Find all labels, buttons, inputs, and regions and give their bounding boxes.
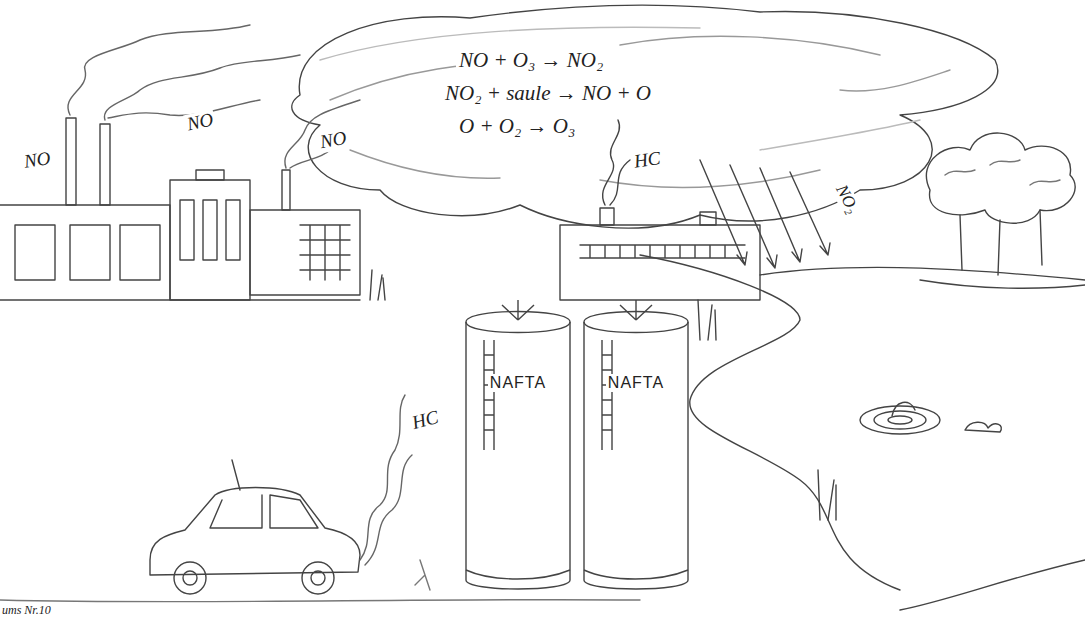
tank-stroke <box>584 322 688 589</box>
tank-outline <box>462 300 574 592</box>
naphtha-tank: NAFTA <box>462 300 574 592</box>
gas-label: NO₂ <box>831 180 863 218</box>
trees <box>920 133 1085 288</box>
equation-cloud: NO + O₃ → NO₂NO₂ + saule → NO + OO + O₂ … <box>432 38 684 149</box>
chemical-equation: NO₂ + saule → NO + O <box>442 77 654 110</box>
car <box>150 395 412 594</box>
smog-cloud <box>292 5 998 228</box>
tank-outline <box>580 300 692 592</box>
chemical-equation: O + O₂ → O₃ <box>456 110 578 143</box>
caption-fragment: ums Nr.10 <box>0 604 53 617</box>
tank-label: NAFTA <box>488 374 548 392</box>
gas-label: NO <box>316 128 350 154</box>
tank-stroke <box>466 570 570 579</box>
tank-stroke <box>484 340 494 450</box>
gas-label: HC <box>408 406 443 434</box>
refinery-building <box>560 120 760 300</box>
smoke <box>68 25 360 168</box>
gas-label: NO <box>21 148 54 173</box>
lake <box>640 255 1085 610</box>
gas-label: HC <box>631 148 664 173</box>
naphtha-tank: NAFTA <box>580 300 692 592</box>
tank-label: NAFTA <box>606 374 666 392</box>
factory <box>0 118 385 300</box>
tank-stroke <box>620 300 652 320</box>
tank-stroke <box>502 300 534 320</box>
gas-label: NO <box>183 109 217 136</box>
tank-stroke <box>466 322 570 589</box>
chemical-equation: NO + O₃ → NO₂ <box>456 44 606 77</box>
tank-stroke <box>602 340 612 450</box>
deposition-arrows <box>700 160 830 268</box>
tank-stroke <box>584 570 688 579</box>
